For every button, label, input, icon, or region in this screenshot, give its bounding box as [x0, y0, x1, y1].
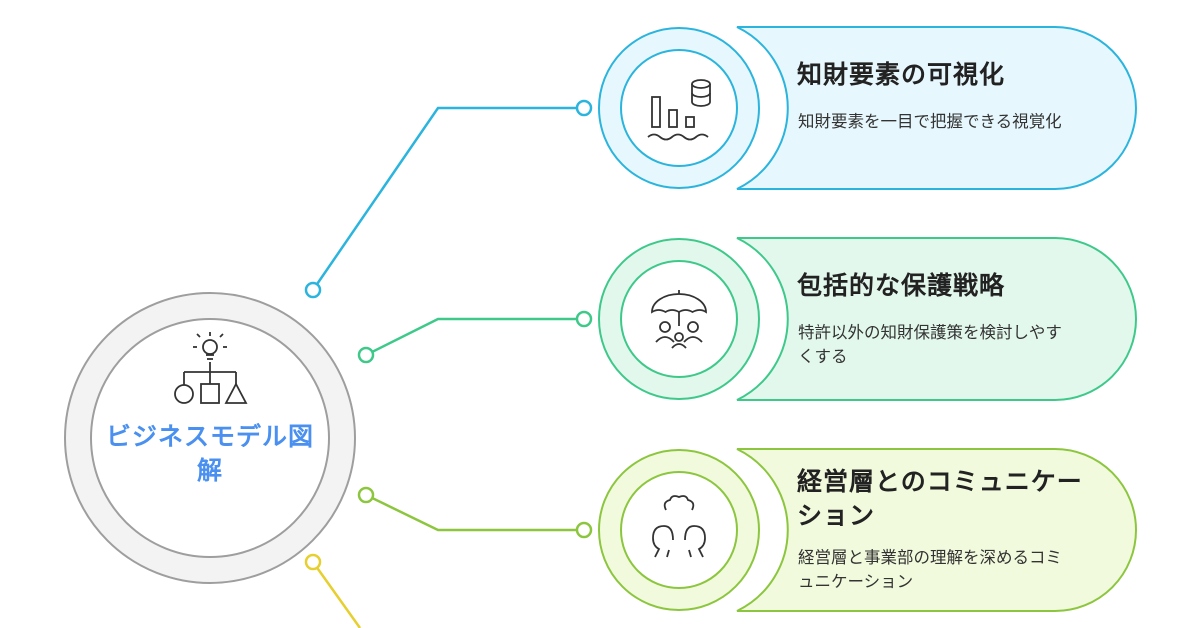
- card-visualization: [598, 26, 1137, 190]
- hub: [64, 292, 356, 584]
- people-conversation-icon: [652, 495, 706, 558]
- card-description-communication: 経営層と事業部の理解を深めるコミュニケーション: [798, 548, 1062, 591]
- card-description-protection: 特許以外の知財保護策を検討しやすくする: [798, 323, 1062, 366]
- connector-4: [304, 553, 362, 628]
- card-title-protection: 包括的な保護戦略: [797, 271, 1006, 300]
- chart-database-icon: [647, 79, 711, 141]
- umbrella-people-icon: [651, 290, 707, 349]
- hub-title: ビジネスモデル図解: [105, 422, 314, 485]
- card-communication: [598, 448, 1137, 612]
- lightbulb-shapes-icon: [174, 332, 248, 404]
- connector-2: [357, 310, 593, 364]
- card-title-visualization: 知財要素の可視化: [797, 60, 1006, 89]
- card-description-visualization: 知財要素を一目で把握できる視覚化: [798, 112, 1062, 131]
- card-title-communication: 経営層とのコミュニケーション: [797, 467, 1083, 530]
- connector-3: [357, 486, 593, 539]
- connector-1: [304, 99, 593, 299]
